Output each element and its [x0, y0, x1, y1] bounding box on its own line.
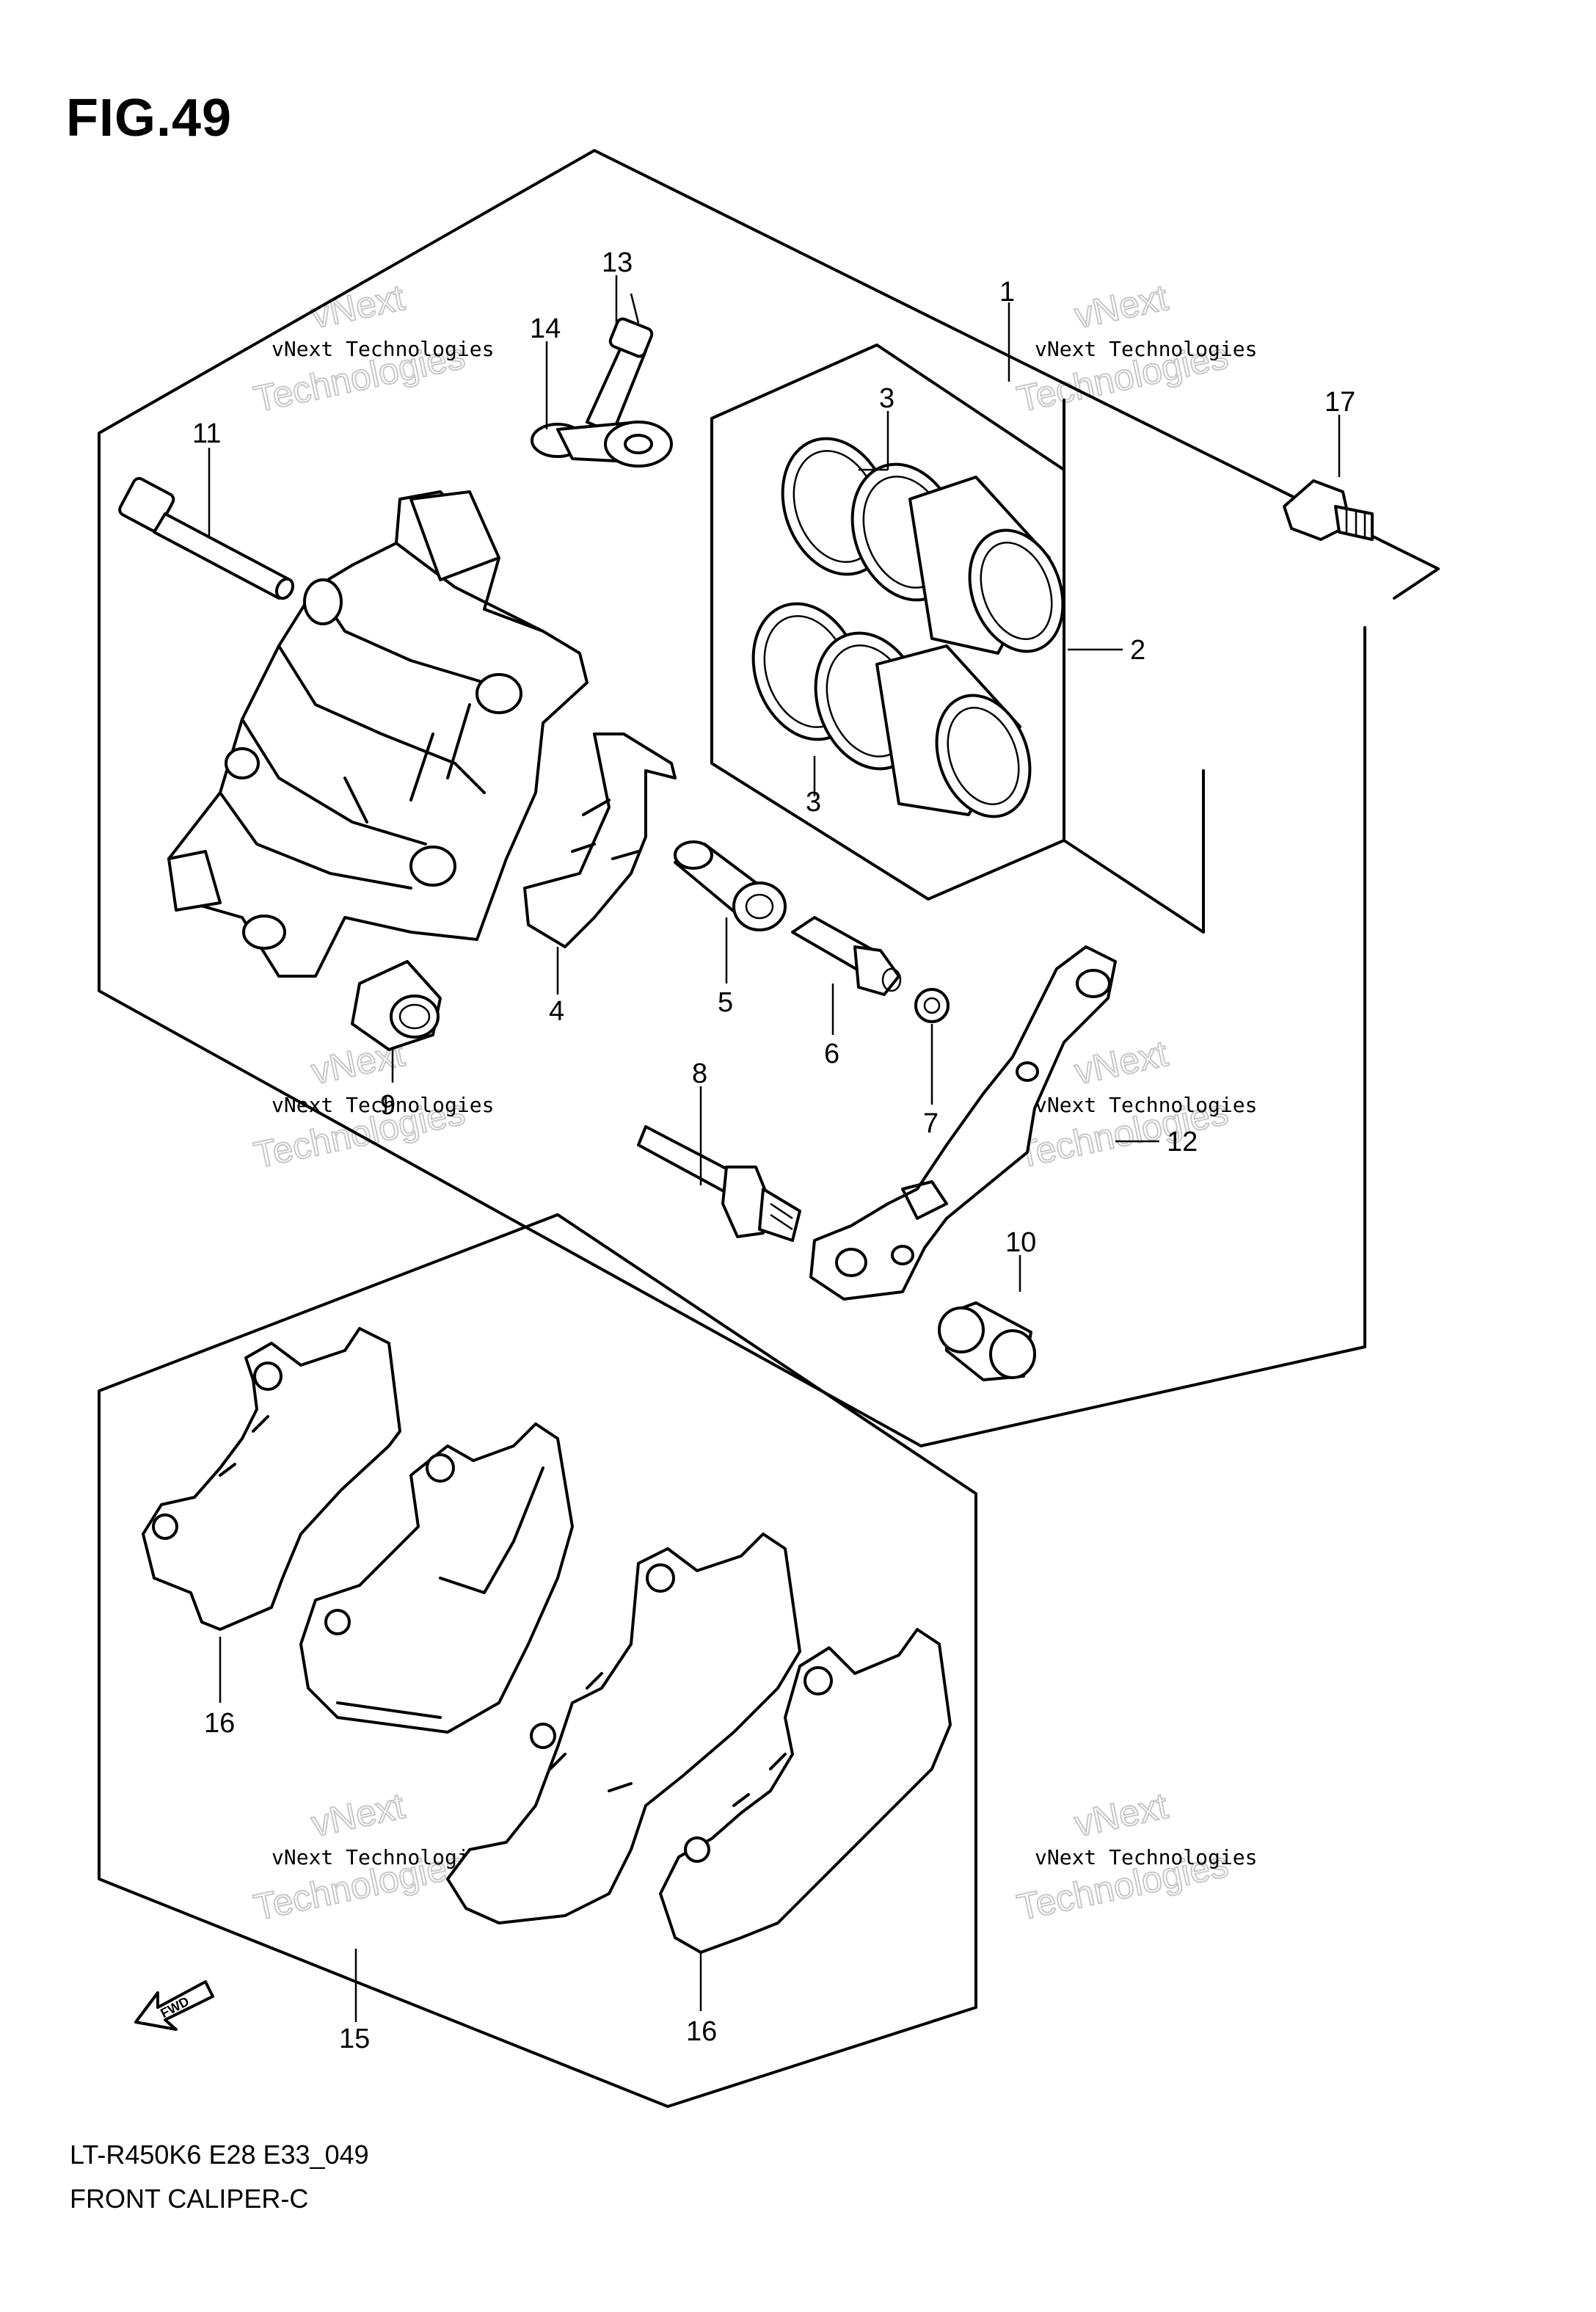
brake-pad-16-right — [659, 1628, 952, 1954]
watermark-line: vNext Technologies — [1035, 1845, 1257, 1869]
fwd-arrow-icon: FWD — [134, 1980, 214, 2031]
caliper-body — [167, 490, 589, 978]
watermark: vNext Technologies vNext Technologies — [249, 276, 494, 421]
brake-pad-15-lower — [446, 1533, 801, 1924]
piston-2-upper — [908, 476, 1065, 655]
piston-kit-frame — [710, 343, 1205, 934]
pin-bolt-6 — [791, 916, 902, 996]
watermark-big-top: vNext — [1071, 1033, 1171, 1092]
callout-16-right: 16 — [686, 2016, 717, 2047]
slide-pin-11 — [118, 476, 295, 600]
brake-pad-16-left — [142, 1327, 401, 1631]
washer-7 — [914, 988, 950, 1023]
pad-spring-4 — [523, 733, 677, 948]
callout-10: 10 — [1005, 1227, 1036, 1258]
watermark: vNext Technologies vNext Technologies — [1013, 1784, 1257, 1929]
callout-7: 7 — [923, 1108, 939, 1139]
caliper-assembly-frame — [98, 149, 1440, 1447]
watermark: vNext Technologies vNext Technologies — [249, 1032, 494, 1177]
watermark-line: vNext Technologies — [272, 337, 494, 361]
watermark-line: vNext Technologies — [1035, 337, 1257, 361]
brake-pad-15-upper — [299, 1422, 574, 1734]
hose-union-14 — [531, 421, 673, 468]
watermark-line: vNext Technologies — [1035, 1093, 1257, 1117]
watermark: vNext Technologies vNext Technologies — [249, 1784, 494, 1929]
watermark-line: vNext Technologies — [272, 1093, 494, 1117]
bleeder-valve-13 — [586, 293, 654, 435]
figure-name: FRONT CALIPER-C — [70, 2184, 309, 2214]
callout-8: 8 — [692, 1058, 707, 1089]
watermark-big-top: vNext — [1071, 1785, 1171, 1844]
leader-lines — [208, 275, 1341, 2022]
callout-15: 15 — [339, 2024, 370, 2054]
callout-17: 17 — [1324, 387, 1355, 418]
callout-2: 2 — [1130, 635, 1145, 666]
callout-5: 5 — [718, 987, 733, 1018]
callout-1: 1 — [999, 277, 1015, 308]
callout-12: 12 — [1167, 1127, 1198, 1157]
figure-title: FIG.49 — [66, 89, 233, 148]
callout-3-upper: 3 — [879, 383, 894, 414]
callout-9: 9 — [380, 1090, 396, 1121]
callout-3-lower: 3 — [806, 787, 821, 818]
watermark-big-top: vNext — [1071, 277, 1171, 336]
callout-13: 13 — [602, 247, 633, 278]
bolt-8 — [637, 1125, 801, 1242]
pad-set-frame — [98, 1213, 977, 2108]
pin-10 — [938, 1301, 1036, 1381]
callout-14: 14 — [530, 313, 561, 344]
sleeve-5 — [674, 840, 787, 931]
callout-16-left: 16 — [204, 1708, 235, 1739]
watermark: vNext Technologies vNext Technologies — [1013, 276, 1257, 421]
callout-labels: 1 2 3 3 4 5 6 7 8 9 10 11 12 13 14 15 16… — [192, 247, 1355, 2054]
boot-9 — [351, 960, 442, 1051]
watermark-big-top: vNext — [307, 1785, 408, 1844]
bolt-17 — [1283, 479, 1374, 541]
callout-6: 6 — [824, 1039, 839, 1069]
figure-code: LT-R450K6 E28 E33_049 — [70, 2140, 369, 2170]
callout-4: 4 — [549, 996, 564, 1027]
piston-2-lower — [875, 644, 1032, 818]
callout-11: 11 — [192, 418, 221, 449]
bracket-12 — [809, 945, 1117, 1301]
